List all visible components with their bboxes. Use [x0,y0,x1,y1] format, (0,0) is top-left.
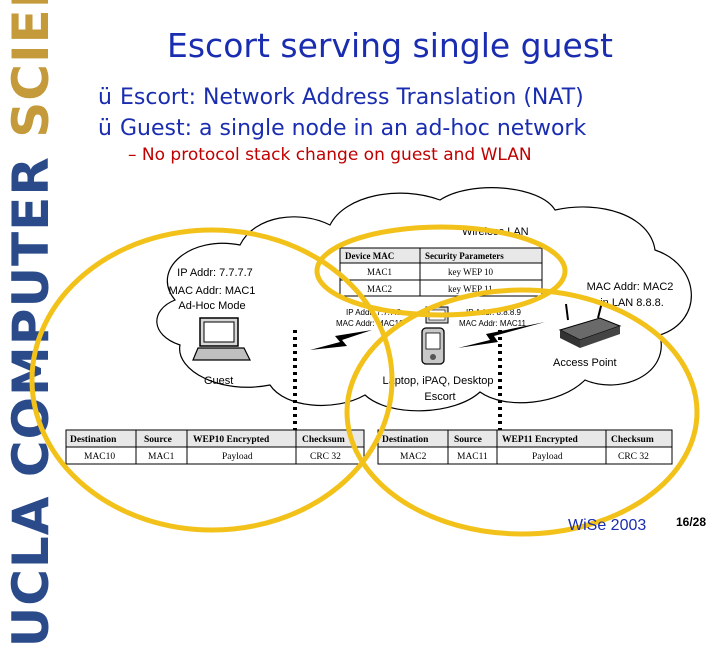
network-diagram: Wireless LAN Device MAC Security Paramet… [29,187,700,537]
checkmark-icon: ü [98,85,112,110]
table-cell: MAC1 [148,452,175,462]
laptop-icon [192,317,251,361]
svg-text:MAC Addr: MAC11: MAC Addr: MAC11 [459,319,527,328]
svg-text:in LAN 8.8.8.: in LAN 8.8.8. [600,297,664,309]
access-point-label: Access Point [553,357,617,369]
highlight-ellipse-keytable [314,224,568,318]
table-header: Device MAC [345,251,394,261]
table-cell: MAC1 [367,267,392,277]
svg-text:MAC Addr: MAC10: MAC Addr: MAC10 [336,319,404,328]
wireless-link-left-icon [310,330,372,350]
page-number: 16/28 [676,515,707,529]
table-cell: CRC 32 [618,452,649,462]
table-cell: MAC2 [367,284,392,294]
svg-text:Laptop, iPAQ, Desktop: Laptop, iPAQ, Desktop [382,375,493,387]
table-header: Security Parameters [425,251,504,261]
table-cell: Payload [532,452,563,462]
footer-text: WiSe 2003 [568,517,647,534]
guest-info: IP Addr: 7.7.7.7 MAC Addr: MAC1 Ad-Hoc M… [169,267,256,312]
svg-text:Ad-Hoc Mode: Ad-Hoc Mode [178,300,245,312]
pda-icon [421,327,445,365]
table-header: Checksum [302,435,345,445]
table-cell: Payload [222,452,253,462]
table-header: Destination [70,435,117,445]
access-point-info: MAC Addr: MAC2 in LAN 8.8.8. [587,281,674,309]
table-cell: CRC 32 [310,452,341,462]
table-header: Source [144,435,172,445]
table-cell: MAC10 [84,452,115,462]
frame-table-left: Destination Source WEP10 Encrypted Check… [65,429,365,465]
guest-label: Guest [204,375,233,387]
table-header: Checksum [611,435,654,445]
table-cell: key WEP 11 [448,284,493,294]
frame-table-right: Destination Source WEP11 Encrypted Check… [377,429,673,465]
table-cell: MAC11 [457,452,488,462]
escort-label: Laptop, iPAQ, Desktop Escort [382,375,493,403]
table-header: Source [454,435,482,445]
svg-text:IP Addr: 7.7.7.7: IP Addr: 7.7.7.7 [177,267,253,279]
table-cell: key WEP 10 [448,267,493,277]
table-header: Destination [382,435,429,445]
highlight-ellipse-guest [29,227,395,533]
slide-title: Escort serving single guest [167,26,613,65]
table-cell: MAC2 [400,452,427,462]
svg-text:MAC Addr: MAC2: MAC Addr: MAC2 [587,281,674,293]
table-header: WEP10 Encrypted [193,435,270,445]
svg-text:Escort: Escort [424,391,455,403]
svg-text:MAC Addr: MAC1: MAC Addr: MAC1 [169,285,256,297]
table-header: WEP11 Encrypted [502,435,578,445]
sub-bullet: – No protocol stack change on guest and … [128,145,532,165]
highlight-ellipse-escort [344,287,700,537]
checkmark-icon: ü [98,116,112,141]
